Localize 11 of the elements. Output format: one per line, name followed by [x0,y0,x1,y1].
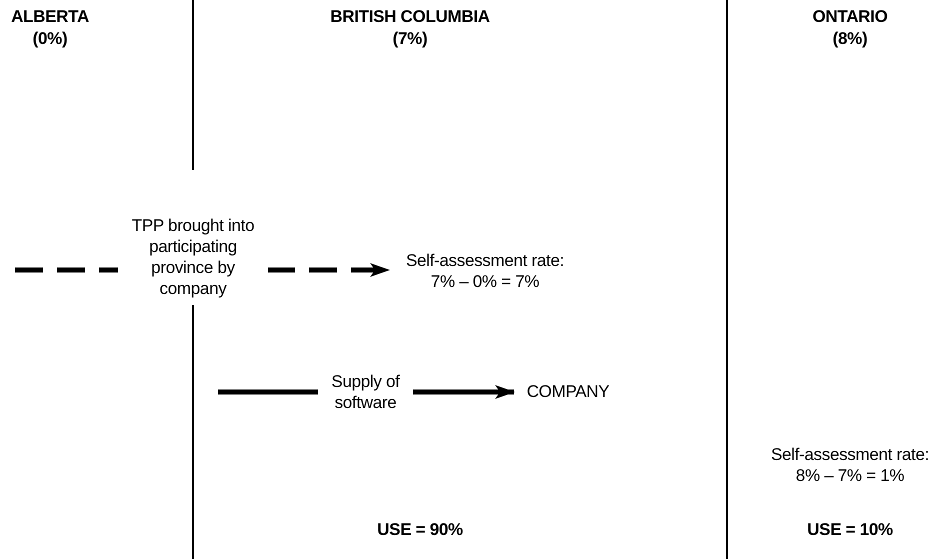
party-label: COMPANY [520,381,616,402]
province-heading: ALBERTA [10,6,90,27]
province-rate: (7%) [392,28,428,49]
usage-share: USE = 90% [376,519,464,540]
province-rate: (0%) [32,28,68,49]
province-heading: BRITISH COLUMBIA [329,6,491,27]
rate-note: Self-assessment rate: 8% – 7% = 1% [770,444,930,486]
province-rate: (8%) [832,28,868,49]
usage-share: USE = 10% [806,519,894,540]
rate-note: Self-assessment rate: 7% – 0% = 7% [395,250,575,292]
province-heading: ONTARIO [811,6,889,27]
